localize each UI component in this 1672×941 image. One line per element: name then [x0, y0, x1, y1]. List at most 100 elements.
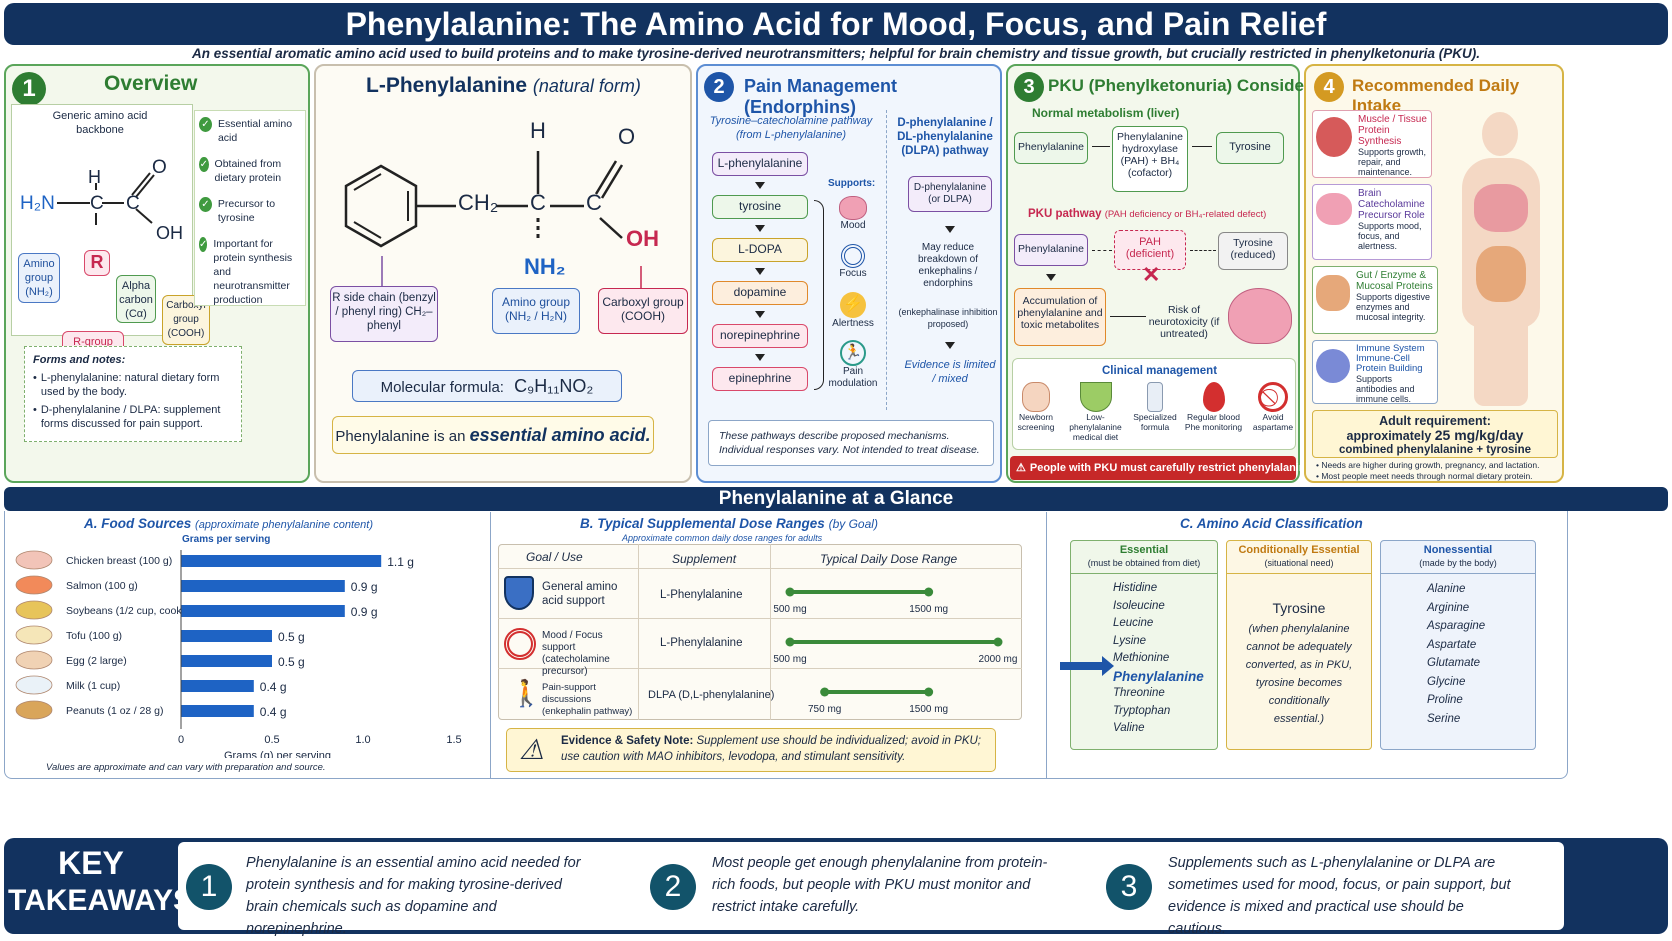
pathway-divider	[886, 110, 887, 410]
ch2-text: CH₂	[458, 190, 499, 215]
nh2-text: NH₂	[524, 254, 566, 279]
check-item: ✓Important for protein synthesis and neu…	[199, 237, 293, 306]
intake-item: Immune System Immune-Cell Protein Buildi…	[1312, 340, 1438, 404]
dose-min-marker	[820, 687, 830, 697]
intake-item: Brain Catecholamine Precursor Role Suppo…	[1312, 184, 1432, 260]
dose-max-label: 2000 mg	[979, 654, 1018, 665]
step-l-phenylalanine: L-phenylalanine	[712, 152, 808, 176]
nonessential-item: Alanine	[1427, 583, 1466, 595]
food-value-label: 0.5 g	[278, 630, 305, 644]
dose-header-supplement: Supplement	[672, 552, 737, 566]
takeaways-body	[178, 842, 1564, 930]
essential-item: Threonine	[1113, 687, 1165, 699]
nonessential-item: Asparagine	[1427, 620, 1486, 632]
glance-divider	[490, 512, 491, 778]
takeaway-number: 3	[1106, 864, 1152, 910]
food-note: Values are approximate and can vary with…	[46, 762, 326, 773]
page-subtitle: An essential aromatic amino acid used to…	[191, 46, 1480, 61]
check-item: ✓Essential amino acid	[199, 117, 301, 145]
essential-box: Phenylalanine is an essential amino acid…	[332, 416, 654, 454]
classification: C. Amino Acid Classification Essential (…	[1050, 512, 1566, 776]
check-item: ✓Obtained from dietary protein	[199, 157, 282, 184]
requirement-value: 25 mg/kg/day	[1434, 427, 1524, 443]
h-text: H	[530, 118, 546, 143]
evidence-text: Evidence is limited / mixed	[904, 359, 996, 385]
pathway-steps: L-phenylalanine tyrosine L-DOPA dopamine…	[712, 152, 808, 391]
dashed-arrow	[1190, 250, 1216, 251]
essential-item: Valine	[1113, 722, 1145, 734]
side-chain-box: R side chain (benzyl / phenyl ring) CH₂–…	[330, 286, 438, 342]
step-l-dopa: L-DOPA	[712, 238, 808, 262]
dose-supplement: DLPA (D,L-phenylalanine)	[648, 689, 775, 701]
h-text: H	[88, 167, 101, 187]
cross-icon: ✕	[1142, 262, 1161, 287]
r-box: R	[84, 250, 110, 276]
food-bar	[181, 555, 382, 567]
supports-brace	[814, 200, 824, 390]
pah-deficient-box: PAH (deficient)	[1114, 230, 1186, 270]
immune-cell-icon	[1316, 349, 1350, 383]
dose-col-divider	[770, 544, 771, 720]
backbone-area: Generic amino acid backbone H₂N H C C O …	[11, 104, 210, 365]
body-legs	[1474, 326, 1528, 406]
blood-drop-icon	[1202, 382, 1225, 412]
overview-number: 1	[12, 72, 46, 106]
molecular-formula: C₉H₁₁NO₂	[514, 376, 594, 396]
dose-ranges: B. Typical Supplemental Dose Ranges (by …	[494, 512, 1046, 776]
dose-supplement: L-Phenylalanine	[660, 637, 743, 649]
arrow-right-head	[1102, 656, 1114, 676]
arrow-down-icon	[755, 311, 765, 318]
essential-item: Methionine	[1113, 652, 1170, 664]
food-value-label: 0.9 g	[351, 580, 378, 594]
target-icon	[504, 628, 536, 660]
l-phenylalanine-panel: L-Phenylalanine (natural form) CH₂ C H C…	[314, 64, 692, 483]
c-alpha-text: C	[90, 193, 104, 214]
dose-min-marker	[785, 637, 795, 647]
food-icon	[15, 650, 53, 670]
nonessential-item: Glutamate	[1427, 657, 1481, 669]
food-category-label: Salmon (100 g)	[66, 580, 138, 592]
dose-goal: General amino acid support	[542, 581, 618, 607]
dlpa-effect: May reduce breakdown of enkephalins / en…	[917, 242, 979, 289]
o-text: O	[618, 124, 636, 149]
c-alpha-text: C	[530, 190, 546, 215]
food-bar	[181, 580, 345, 592]
dose-row-divider	[498, 618, 1022, 619]
check-icon: ✓	[199, 117, 212, 132]
conditional-desc: (when phenylalanine cannot be adequately…	[1245, 623, 1353, 725]
food-icon	[15, 600, 53, 620]
step-tyrosine: tyrosine	[712, 195, 808, 219]
pku-number: 3	[1014, 72, 1044, 102]
lungs-icon	[1474, 184, 1528, 232]
body-head	[1482, 112, 1518, 156]
warning-icon: ⚠	[519, 734, 545, 765]
dose-min-marker	[785, 587, 795, 597]
takeaway-number: 1	[186, 864, 232, 910]
food-icon	[15, 700, 53, 720]
alpha-carbon-box: Alpha carbon (Cα)	[116, 275, 156, 323]
arrow-right-icon	[1060, 662, 1104, 670]
food-bowl-icon	[1079, 382, 1112, 412]
nonessential-item: Proline	[1427, 694, 1463, 706]
arrow-down-icon	[755, 354, 765, 361]
dose-header-goal: Goal / Use	[526, 550, 583, 564]
footprint-icon	[1022, 382, 1050, 412]
dose-subtitle: Approximate common daily dose ranges for…	[622, 533, 823, 543]
dose-min-label: 500 mg	[773, 654, 806, 665]
dose-table	[498, 544, 1022, 720]
takeaway-number: 2	[650, 864, 696, 910]
c-carboxyl-text: C	[126, 193, 140, 214]
supports-title: Supports:	[828, 178, 876, 189]
food-category-label: Egg (2 large)	[66, 655, 127, 667]
food-category-label: Chicken breast (100 g)	[66, 555, 172, 567]
dashed-arrow	[1092, 250, 1112, 251]
food-icon	[15, 625, 53, 645]
no-aspartame-icon: ⃠	[1258, 382, 1288, 412]
check-icon: ✓	[199, 157, 209, 172]
takeaways-heading: KEY TAKEAWAYS	[8, 845, 194, 917]
food-subtitle: Grams per serving	[182, 534, 271, 545]
dose-min-label: 500 mg	[773, 604, 806, 615]
takeaway-text: Most people get enough phenylalanine fro…	[712, 855, 1048, 915]
backbone-structure	[57, 172, 155, 225]
accumulation-box: Accumulation of phenylalanine and toxic …	[1014, 288, 1106, 346]
